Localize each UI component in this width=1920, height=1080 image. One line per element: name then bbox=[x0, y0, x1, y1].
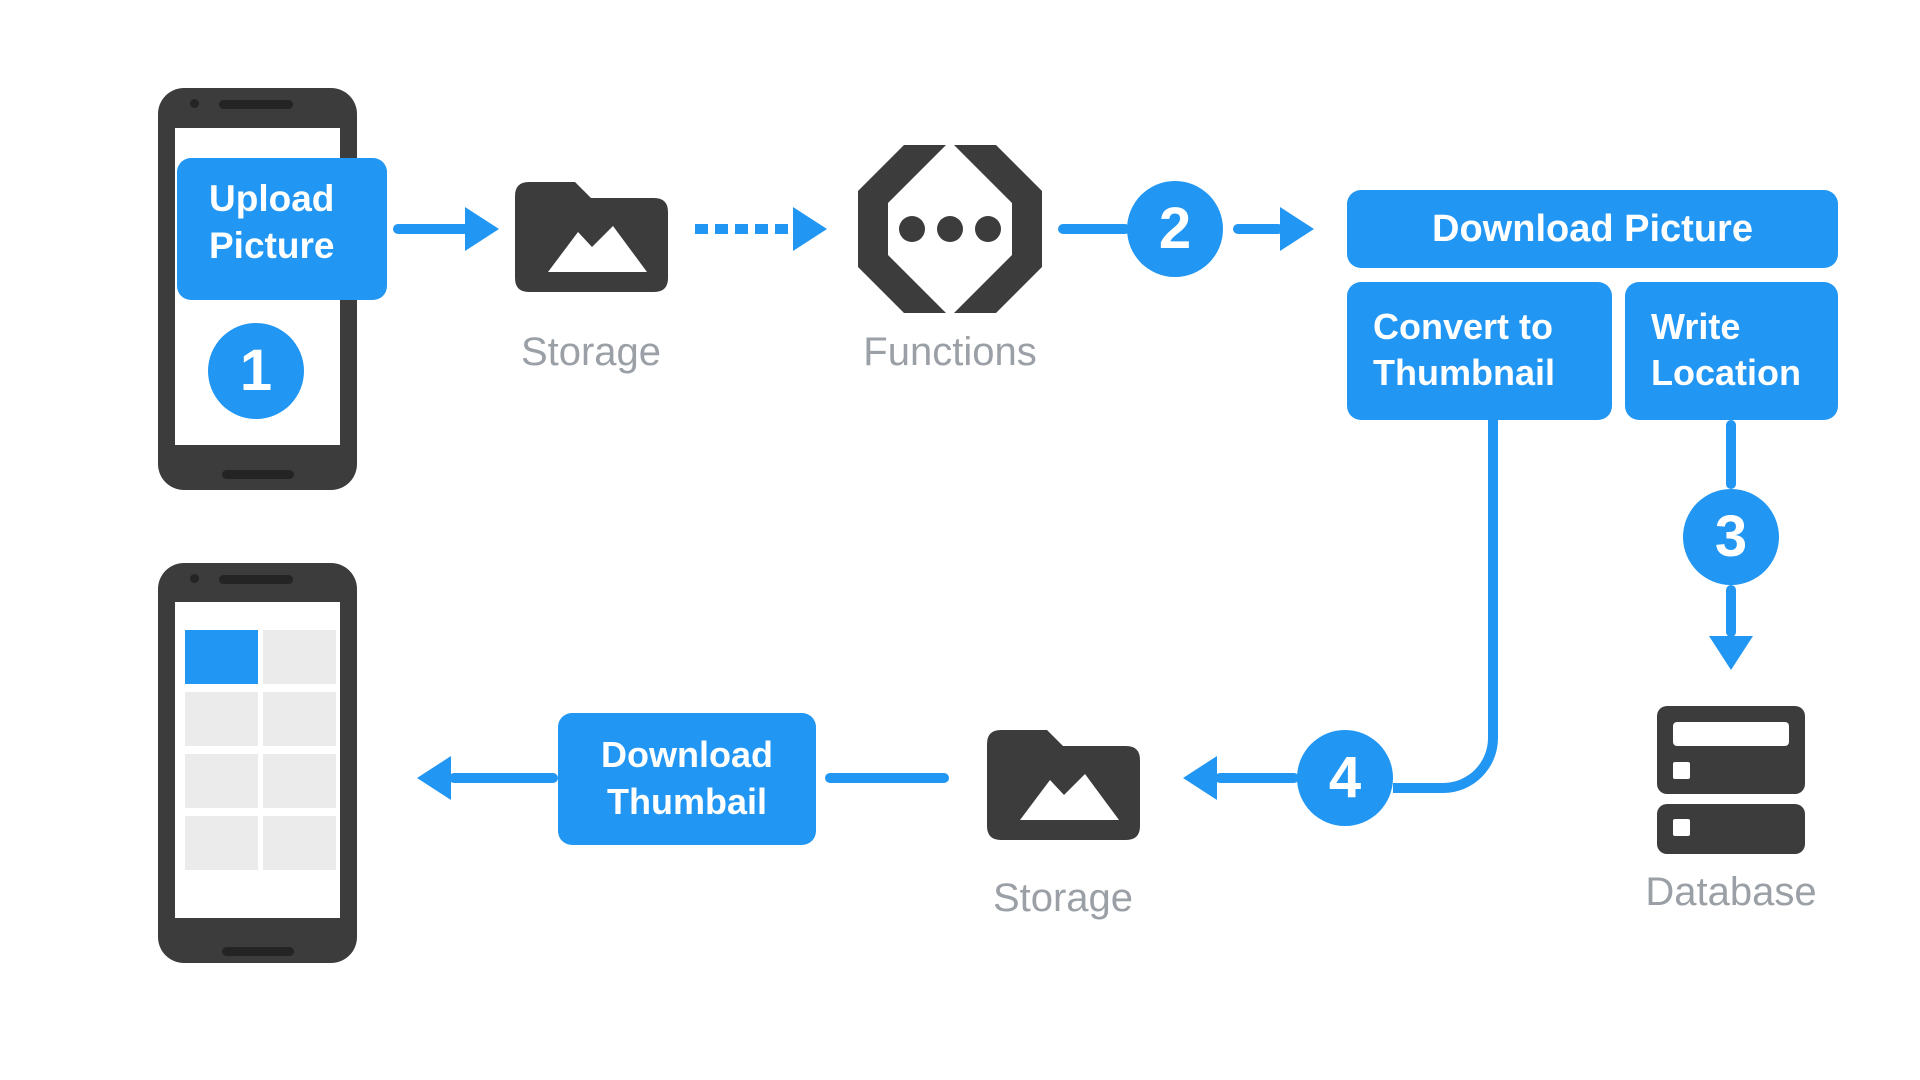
download-picture-box: Download Picture bbox=[1347, 190, 1838, 268]
convert-line1: Convert to bbox=[1373, 306, 1553, 347]
thumbnail-tile-active bbox=[185, 630, 258, 684]
phone-camera-icon bbox=[190, 99, 199, 108]
arrowhead-down-icon bbox=[1709, 636, 1753, 670]
line-storage-to-thumbnail-box bbox=[825, 773, 949, 783]
upload-picture-button: Upload Picture bbox=[177, 158, 387, 300]
upload-picture-line1: Upload bbox=[209, 178, 335, 219]
thumbnail-tile bbox=[185, 816, 258, 870]
phone-speaker-icon bbox=[219, 100, 293, 109]
write-location-box: Write Location bbox=[1625, 282, 1838, 420]
write-line1: Write bbox=[1651, 306, 1741, 347]
storage-bottom-label: Storage bbox=[992, 876, 1134, 920]
line-functions-to-step2 bbox=[1058, 224, 1130, 234]
thumbnail-tile bbox=[263, 754, 336, 808]
phone-homebar-icon bbox=[222, 470, 294, 479]
arrowhead-left-icon bbox=[1183, 756, 1217, 800]
line-write-to-step3 bbox=[1726, 420, 1736, 489]
thumbnail-tile bbox=[263, 816, 336, 870]
database-server-icon bbox=[1657, 706, 1805, 854]
thumbnail-tile bbox=[263, 630, 336, 684]
arrow-phone-to-storage bbox=[393, 224, 469, 234]
convert-to-thumbnail-box: Convert to Thumbnail bbox=[1347, 282, 1612, 420]
phone-homebar-icon bbox=[222, 947, 294, 956]
arrowhead-right-icon bbox=[793, 207, 827, 251]
convert-line2: Thumbnail bbox=[1373, 352, 1555, 393]
arrowhead-left-icon bbox=[417, 756, 451, 800]
step-4-badge: 4 bbox=[1297, 730, 1393, 826]
storage-folder-icon bbox=[515, 182, 668, 292]
thumbnail-tile bbox=[185, 754, 258, 808]
arrowhead-right-icon bbox=[465, 207, 499, 251]
arrow-step2-to-download bbox=[1233, 224, 1283, 234]
phone-camera-icon bbox=[190, 574, 199, 583]
functions-label: Functions bbox=[863, 330, 1037, 374]
dotted-arrow-storage-to-functions bbox=[695, 224, 788, 234]
step-1-badge: 1 bbox=[208, 323, 304, 419]
database-label: Database bbox=[1645, 870, 1817, 914]
smartphone-thumbnail-grid-icon bbox=[158, 563, 357, 963]
storage-top-label: Storage bbox=[520, 330, 662, 374]
upload-picture-line2: Picture bbox=[209, 225, 335, 266]
write-line2: Location bbox=[1651, 352, 1801, 393]
thumbnail-tile bbox=[185, 692, 258, 746]
connector-convert-to-step4 bbox=[1393, 420, 1498, 793]
thumbnail-tile bbox=[263, 692, 336, 746]
storage-folder-icon bbox=[987, 730, 1140, 840]
step-2-badge: 2 bbox=[1127, 181, 1223, 277]
arrow-thumbnail-to-phone bbox=[449, 773, 558, 783]
download-thumbnail-line2: Thumbail bbox=[607, 781, 767, 822]
arrowhead-right-icon bbox=[1280, 207, 1314, 251]
functions-code-brackets-icon bbox=[858, 145, 1042, 313]
download-thumbnail-line1: Download bbox=[601, 734, 773, 775]
step-3-badge: 3 bbox=[1683, 489, 1779, 585]
download-thumbnail-box: Download Thumbail bbox=[558, 713, 816, 845]
phone-speaker-icon bbox=[219, 575, 293, 584]
arrow-step4-to-storage bbox=[1215, 773, 1299, 783]
arrow-step3-to-database bbox=[1726, 585, 1736, 637]
